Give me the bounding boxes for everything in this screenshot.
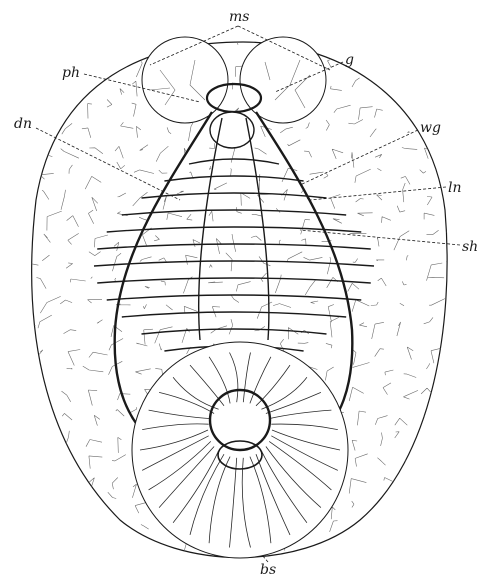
ring-line <box>94 261 374 266</box>
anterior-lobes <box>142 37 326 123</box>
label-g: g <box>345 53 354 67</box>
label-wg: wg <box>420 121 441 135</box>
ring-line <box>189 159 279 164</box>
label-dn: dn <box>14 117 32 131</box>
ring-line <box>142 329 327 334</box>
label-ph: ph <box>62 66 80 80</box>
ring-line <box>122 312 346 317</box>
label-sh: sh <box>462 240 478 254</box>
ring-line <box>122 210 346 215</box>
label-ln: ln <box>448 181 462 195</box>
ring-line <box>142 193 327 198</box>
label-bs: bs <box>260 563 276 577</box>
label-ms: ms <box>229 10 249 24</box>
